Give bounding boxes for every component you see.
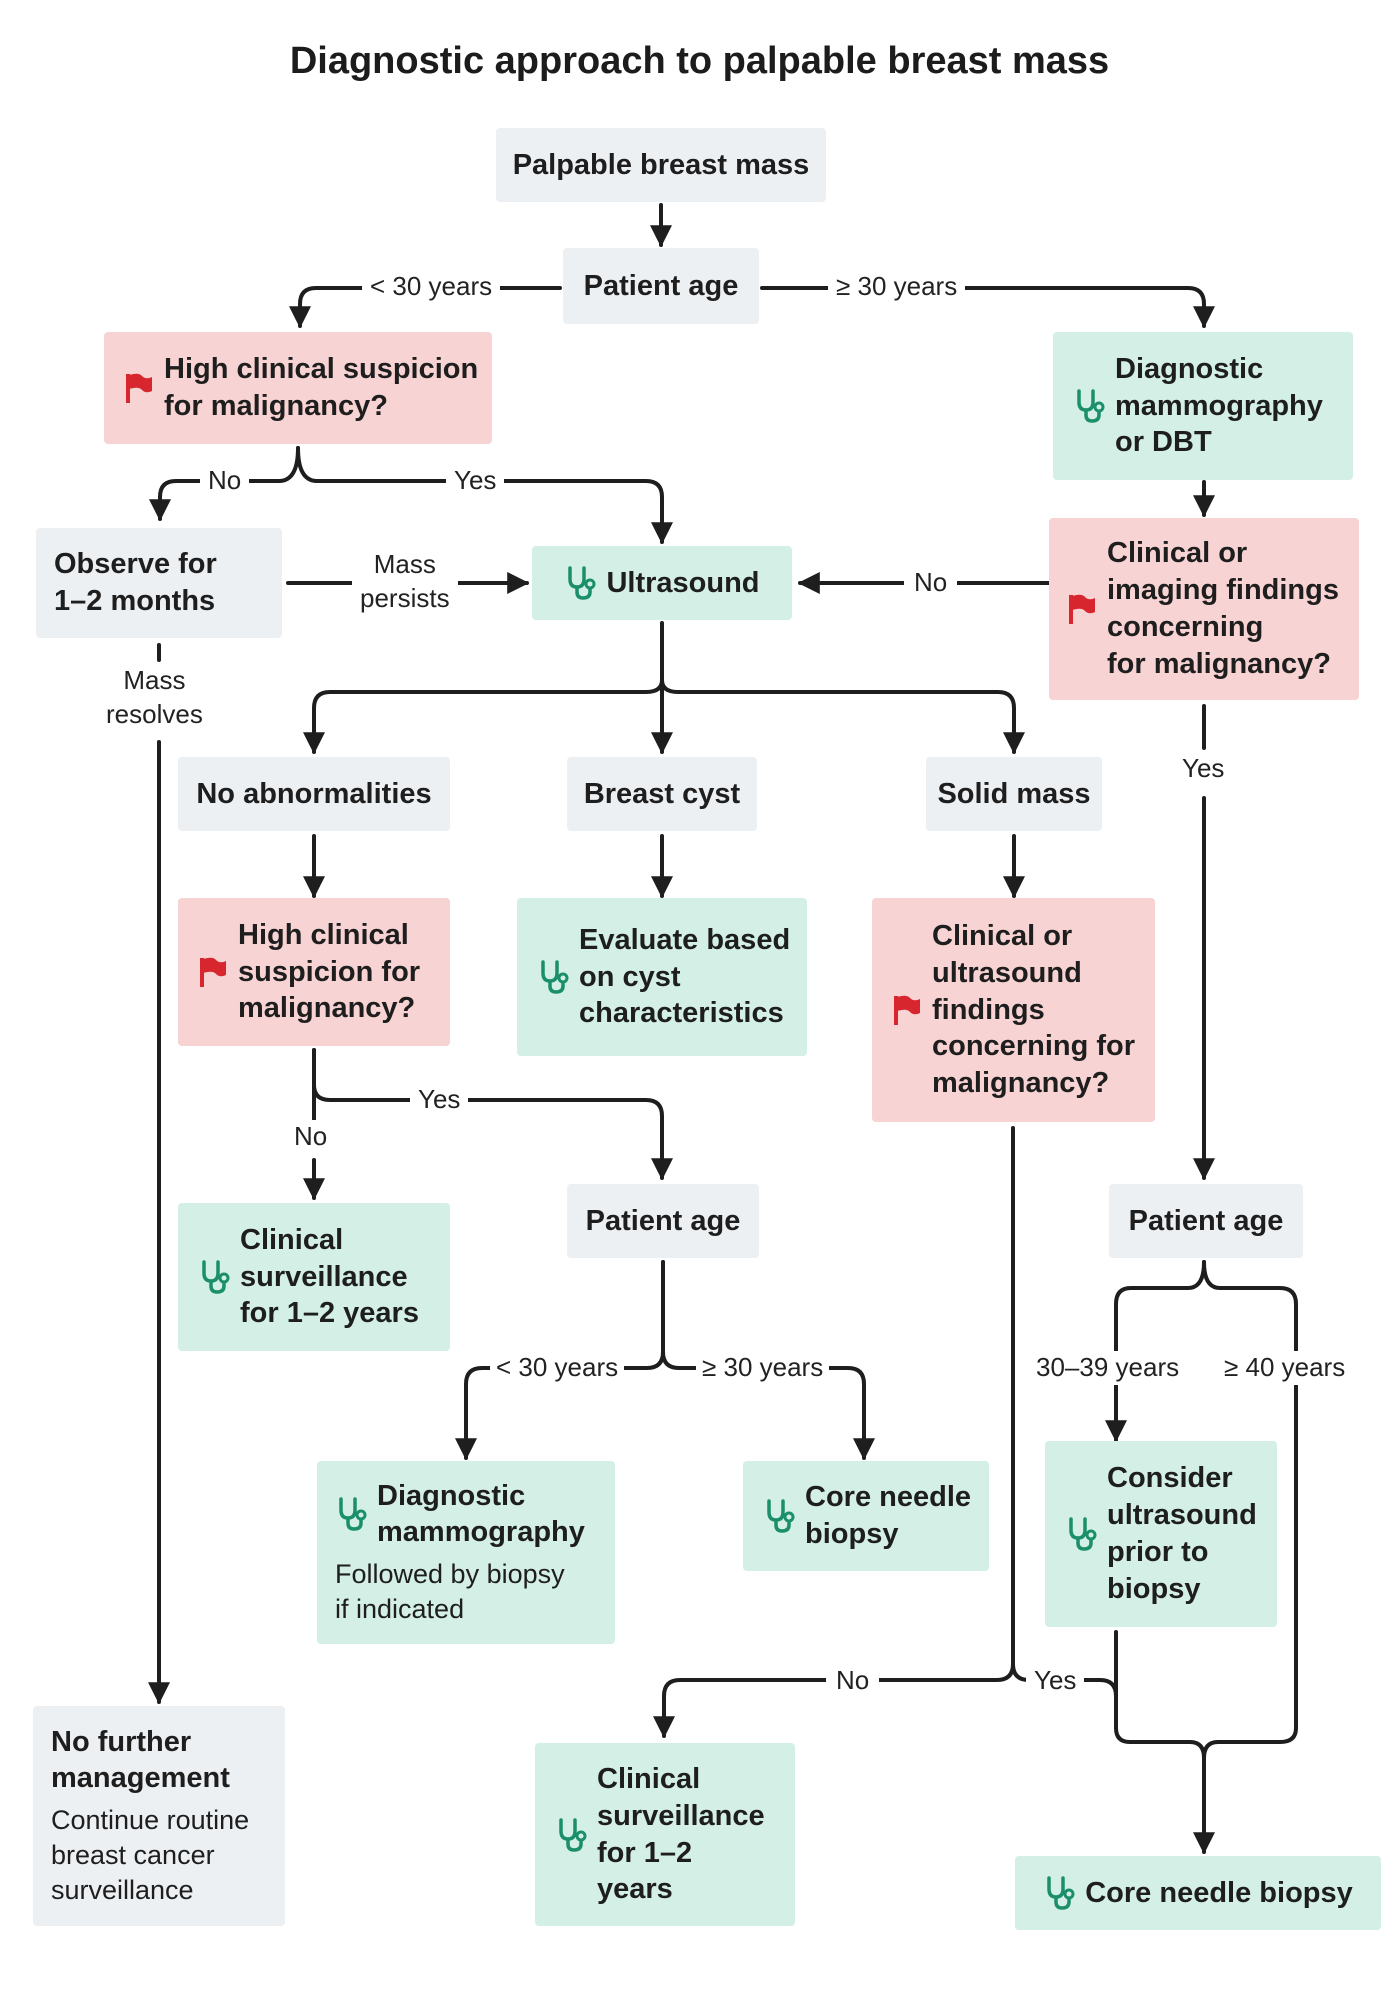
node-diagnostic-mammography-2: Diagnostic mammography Followed by biops…: [317, 1461, 615, 1644]
edge-label-no-b: No: [904, 566, 958, 600]
arrow-suspicion-yes: [296, 446, 673, 545]
arrow-age3-30-39: [1105, 1260, 1206, 1443]
node-label: Consider ultrasound prior to biopsy: [1107, 1462, 1257, 1605]
node-sublabel: Continue routine breast cancer surveilla…: [51, 1805, 250, 1906]
edge-label-yes-d: Yes: [1026, 1664, 1085, 1698]
node-observe: Observe for 1–2 months: [36, 528, 282, 638]
stethoscope-icon: [1065, 1516, 1097, 1552]
arrow-suspicion-no: [149, 446, 300, 522]
node-high-suspicion-mid: High clinical suspicion for malignancy?: [178, 898, 450, 1046]
node-ultrasound: Ultrasound: [532, 546, 792, 620]
node-label: Solid mass: [937, 777, 1091, 810]
node-label: Core needle biopsy: [1085, 1876, 1353, 1909]
node-label: Clinical surveillance for 1–2 years: [240, 1223, 419, 1330]
node-high-suspicion-top: High clinical suspicion for malignancy?: [104, 332, 492, 444]
arrow-consider-to-core: [1114, 1630, 1206, 1760]
node-core-needle-biopsy-final: Core needle biopsy: [1015, 1856, 1381, 1930]
stethoscope-icon: [198, 1259, 230, 1295]
stethoscope-icon: [1043, 1875, 1075, 1911]
node-label: Ultrasound: [606, 566, 760, 599]
node-no-abnormalities: No abnormalities: [178, 757, 450, 831]
flag-icon: [1067, 593, 1097, 625]
node-label: Observe for 1–2 months: [54, 548, 217, 617]
flag-icon: [198, 956, 228, 988]
arrow-suspicion-mid-yes: [312, 1048, 673, 1181]
edge-label-no-a: No: [200, 464, 250, 498]
node-label: Clinical surveillance for 1–2 years: [597, 1762, 765, 1906]
edge-label-yes-a: Yes: [446, 464, 505, 498]
node-breast-cyst: Breast cyst: [567, 757, 757, 831]
arrow-age-to-mammo: [760, 286, 1215, 329]
edge-label-30-39: 30–39 years: [1032, 1351, 1184, 1385]
arrow-age-to-suspicion: [289, 286, 562, 329]
node-solid-mass: Solid mass: [926, 757, 1102, 831]
node-clinical-surveillance-bottom: Clinical surveillance for 1–2 years: [535, 1743, 795, 1926]
node-consider-ultrasound: Consider ultrasound prior to biopsy: [1045, 1441, 1277, 1627]
node-patient-age-3: Patient age: [1109, 1184, 1303, 1258]
node-label: High clinical suspicion for malignancy?: [238, 918, 421, 1025]
node-label: Clinical or imaging findings concerning …: [1107, 537, 1339, 680]
node-patient-age-1: Patient age: [563, 248, 759, 324]
stethoscope-icon: [335, 1496, 367, 1532]
node-label: Evaluate based on cyst characteristics: [579, 923, 791, 1030]
arrow-ultrasound-to-noabnorm: [303, 678, 664, 755]
flag-icon: [124, 372, 154, 404]
stethoscope-icon: [537, 959, 569, 995]
node-label: Breast cyst: [583, 777, 741, 810]
edge-label-yes-c: Yes: [410, 1083, 469, 1117]
edge-label-ge30-a: ≥ 30 years: [828, 270, 966, 304]
arrow-age3-ge40: [1193, 1260, 1298, 1855]
edge-label-mass-resolves: Mass resolves: [102, 664, 207, 732]
edge-label-yes-b: Yes: [1176, 752, 1231, 786]
edge-label-no-d: No: [826, 1664, 880, 1698]
flag-icon: [892, 994, 922, 1026]
node-label: No abnormalities: [196, 777, 432, 810]
stethoscope-icon: [1073, 388, 1105, 424]
node-concerning-ultrasound: Clinical or ultrasound findings concerni…: [872, 898, 1155, 1122]
diagram-title: Diagnostic approach to palpable breast m…: [289, 40, 1110, 82]
node-sublabel: Followed by biopsy if indicated: [335, 1559, 565, 1625]
node-label: Patient age: [585, 1204, 741, 1237]
edge-label-mass-persists: Mass persists: [352, 548, 458, 616]
node-label: No further management: [51, 1725, 230, 1795]
node-palpable-breast-mass: Palpable breast mass: [496, 128, 826, 202]
node-label: Clinical or ultrasound findings concerni…: [932, 919, 1136, 1100]
node-cyst-evaluation: Evaluate based on cyst characteristics: [517, 898, 807, 1056]
node-core-needle-biopsy-mid: Core needle biopsy: [743, 1461, 989, 1571]
node-clinical-surveillance-left: Clinical surveillance for 1–2 years: [178, 1203, 450, 1351]
node-patient-age-2: Patient age: [567, 1184, 759, 1258]
node-label: High clinical suspicion for malignancy?: [164, 353, 479, 422]
stethoscope-icon: [564, 565, 596, 601]
node-label: Patient age: [583, 269, 739, 302]
stethoscope-icon: [555, 1817, 587, 1853]
node-label: Core needle biopsy: [805, 1481, 971, 1550]
node-label: Diagnostic mammography or DBT: [1115, 352, 1323, 459]
node-label: Palpable breast mass: [512, 148, 810, 181]
arrow-ultrasound-to-solid: [660, 678, 1025, 755]
node-concerning-imaging: Clinical or imaging findings concerning …: [1049, 518, 1359, 700]
stethoscope-icon: [763, 1498, 795, 1534]
node-label: Patient age: [1128, 1204, 1284, 1237]
edge-label-lt30-b: < 30 years: [490, 1351, 625, 1385]
edge-label-ge30-b: ≥ 30 years: [696, 1351, 830, 1385]
edge-label-ge40: ≥ 40 years: [1220, 1351, 1350, 1385]
node-no-further-management: No further management Continue routine b…: [33, 1706, 285, 1926]
node-diagnostic-mammography-dbt: Diagnostic mammography or DBT: [1053, 332, 1353, 480]
node-label: Diagnostic mammography: [377, 1479, 585, 1549]
edge-label-lt30-a: < 30 years: [362, 270, 501, 304]
edge-label-no-c: No: [290, 1120, 332, 1154]
